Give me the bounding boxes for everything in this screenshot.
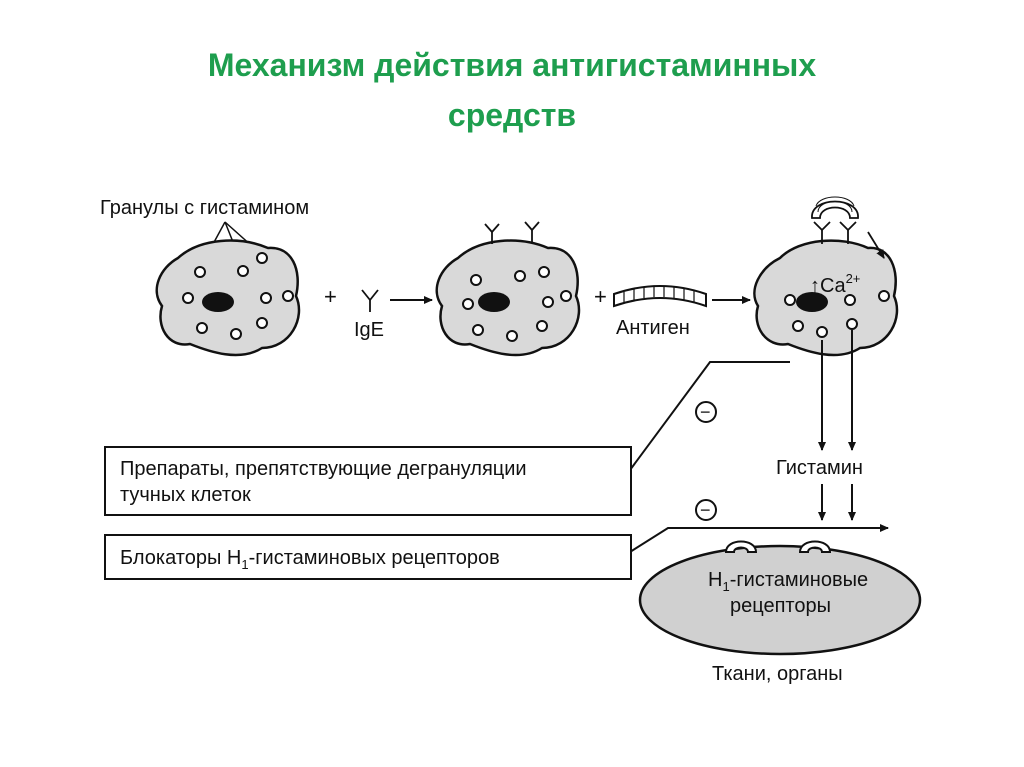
title-line-2: средств <box>447 97 577 133</box>
inhibition-sign-1 <box>695 401 717 423</box>
antigen-icon <box>613 285 707 308</box>
histamine-label: Гистамин <box>776 457 863 479</box>
granules-label: Гранулы с гистамином <box>100 197 309 219</box>
blockers-connector <box>629 524 889 553</box>
blockers-rest: -гистаминовых рецепторов <box>248 547 500 569</box>
blockers-prefix: Блокаторы H <box>120 547 242 569</box>
mast-cell-2 <box>435 221 581 357</box>
degranulation-line-1: Препараты, препятствующие дегрануляции <box>120 458 527 480</box>
ige-antibody-icon <box>361 289 379 312</box>
mast-cell-3 <box>753 196 899 357</box>
page-title: Механизм действия антигистаминных средст… <box>0 40 1024 140</box>
degranulation-connector <box>629 361 790 471</box>
bound-antigen-icon <box>811 196 859 219</box>
ige-label: IgE <box>354 319 384 341</box>
minus-sign-1: − <box>700 402 711 422</box>
cell-nucleus-3 <box>796 292 828 312</box>
release-arrows <box>818 330 856 451</box>
minus-sign-2: − <box>700 500 711 520</box>
blockers-subscript: 1 <box>241 557 249 572</box>
h1-blockers-box: Блокаторы H1-гистаминовых рецепторов <box>104 534 632 580</box>
plus-sign-2: + <box>594 284 607 309</box>
inhibition-sign-2 <box>695 499 717 521</box>
title-line-1: Механизм действия антигистаминных <box>207 47 817 83</box>
cell-nucleus-2 <box>478 292 510 312</box>
calcium-influx-arrow <box>867 231 885 259</box>
plus-sign-1: + <box>324 284 337 309</box>
degranulation-line-2: тучных клеток <box>120 484 251 506</box>
histamine-arrows <box>818 484 856 521</box>
calcium-label: ↑Ca2+ <box>810 271 860 297</box>
tissue-organ <box>638 540 922 656</box>
tissues-label: Ткани, органы <box>712 663 843 685</box>
receptors-label-line2: рецепторы <box>730 595 831 617</box>
mast-cell-1 <box>155 239 301 357</box>
antigen-label: Антиген <box>616 317 690 339</box>
receptors-label-line1: H1-гистаминовые <box>708 569 868 594</box>
degranulation-drugs-box: Препараты, препятствующие дегрануляции т… <box>104 446 632 516</box>
cell-nucleus-1 <box>202 292 234 312</box>
h1-receptor-icons <box>724 540 832 553</box>
